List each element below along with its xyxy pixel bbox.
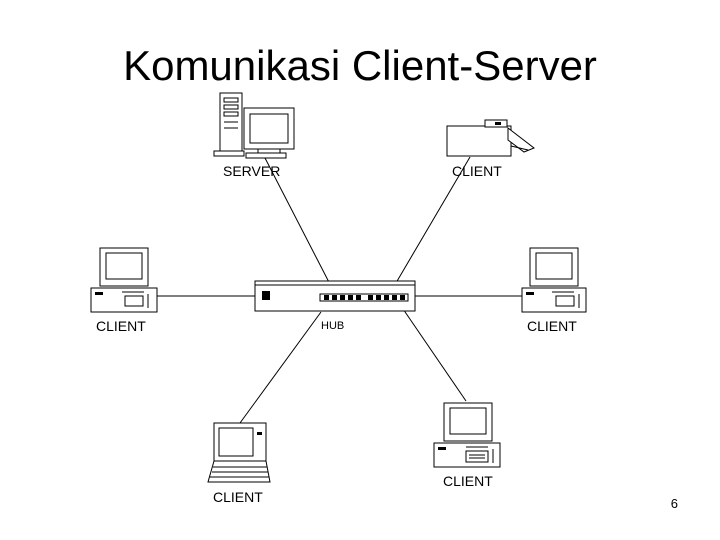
- network-hub-icon: [254, 280, 416, 312]
- link-laptop-hub: [239, 311, 322, 424]
- laptop-icon: [207, 422, 271, 483]
- left-client-label: CLIENT: [96, 318, 146, 334]
- link-printer-hub: [392, 156, 471, 289]
- bottom-client-label: CLIENT: [443, 473, 493, 489]
- link-server-hub: [264, 157, 334, 291]
- bottom-desktop-computer-icon: [433, 402, 501, 468]
- server-label: SERVER: [223, 163, 281, 179]
- server-tower-with-monitor-icon: [213, 92, 295, 159]
- hub-label: HUB: [321, 320, 345, 332]
- page-number: 6: [670, 496, 678, 511]
- printer-icon: [446, 119, 536, 157]
- left-desktop-computer-icon: [90, 247, 158, 313]
- slide-title: Komunikasi Client-Server: [123, 42, 597, 89]
- right-client-label: CLIENT: [527, 318, 577, 334]
- laptop-client-label: CLIENT: [213, 489, 263, 505]
- link-bottom-client-hub: [400, 305, 467, 402]
- right-desktop-computer-icon: [521, 247, 587, 313]
- connection-lines: [157, 156, 522, 424]
- printer-client-label: CLIENT: [452, 163, 502, 179]
